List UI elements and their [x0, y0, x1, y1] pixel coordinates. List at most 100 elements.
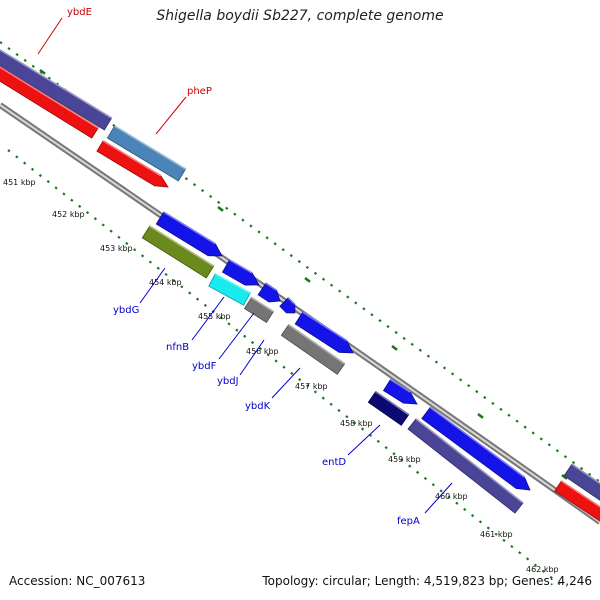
feature-highlight [415, 418, 524, 504]
feature-nfnB-cyan [208, 273, 251, 306]
tick-mark [362, 307, 366, 311]
leader-line-entD [347, 424, 381, 456]
tick-mark [148, 260, 153, 264]
tick-mark [289, 254, 293, 258]
major-tick [477, 412, 484, 419]
accession-text: Accession: NC_007613 [9, 574, 146, 588]
tick-mark [273, 242, 277, 246]
major-tick [39, 68, 46, 75]
tick-mark [418, 348, 422, 352]
feature-highlight [149, 225, 215, 267]
tick-mark [384, 445, 388, 450]
tick-mark [329, 402, 333, 406]
tick-mark [491, 401, 495, 406]
feature-highlight [429, 406, 525, 478]
tick-mark [233, 212, 237, 216]
tick-mark [354, 301, 358, 305]
tick-mark [360, 427, 365, 431]
feature-body [221, 259, 260, 286]
feature-highlight [0, 48, 113, 119]
gene-label-pheP: pheP [187, 86, 212, 97]
feature-ybdK-gray [280, 324, 346, 375]
feature-entD-blue [382, 378, 418, 405]
tick-mark [486, 526, 490, 530]
kbp-label: 452 kbp [52, 210, 85, 219]
kbp-label: 459 kbp [388, 455, 421, 464]
tick-mark [321, 396, 325, 400]
tick-mark [30, 167, 35, 171]
major-tick [561, 473, 568, 480]
feature-highlight [375, 391, 410, 416]
tick-mark [305, 384, 310, 388]
tick-mark [345, 415, 349, 419]
feature-body [0, 66, 99, 139]
tick-mark [588, 472, 592, 477]
tick-mark [346, 295, 350, 299]
tick-mark [219, 316, 223, 320]
leader-line-ybdF [218, 312, 255, 360]
tick-mark [426, 354, 430, 358]
tick-mark [459, 378, 463, 382]
tick-mark [243, 334, 247, 338]
leader-line-ybdJ [239, 339, 265, 376]
tick-mark [78, 204, 82, 209]
tick-mark [329, 283, 334, 287]
tick-mark [394, 330, 398, 335]
tick-mark [15, 52, 19, 57]
tick-mark [257, 230, 261, 234]
tick-mark [0, 41, 3, 45]
tick-mark [297, 259, 301, 264]
tick-mark [470, 514, 475, 518]
tick-mark [455, 501, 459, 505]
tick-mark [227, 322, 231, 326]
tick-mark [541, 569, 545, 573]
feature-pheP-red [96, 140, 169, 188]
tick-mark [386, 324, 390, 329]
tick-mark [539, 437, 543, 441]
tick-mark [140, 254, 145, 258]
kbp-label: 462 kbp [526, 565, 559, 574]
tick-mark [180, 285, 184, 289]
tick-mark [249, 224, 253, 228]
tick-mark [15, 155, 19, 159]
feature-highlight [287, 297, 296, 305]
kbp-label: 455 kbp [198, 312, 231, 321]
tick-mark [555, 449, 560, 453]
leader-line-ybdG [139, 267, 166, 304]
feature-ybdF-blue [257, 282, 281, 303]
tick-mark [93, 217, 98, 221]
tick-mark [7, 149, 11, 153]
tick-mark [54, 186, 58, 190]
kbp-label: 453 kbp [100, 244, 133, 253]
feature-body [554, 480, 600, 522]
feature-ybdJ-blue [279, 297, 296, 314]
tick-mark [7, 47, 11, 51]
tick-mark [313, 271, 318, 275]
tick-mark [571, 460, 576, 465]
tick-mark [109, 229, 113, 233]
tick-mark [23, 58, 27, 63]
tick-mark [235, 328, 239, 332]
tick-mark [38, 173, 42, 178]
feature-highlight [214, 273, 251, 294]
tick-mark [265, 236, 269, 240]
feature-ybdE-red [0, 66, 99, 139]
feature-ybdG-olive [141, 225, 215, 279]
tick-mark [549, 575, 553, 580]
kbp-label: 454 kbp [149, 278, 182, 287]
tick-mark [47, 76, 51, 80]
tick-mark [410, 342, 414, 346]
gene-label-ybdK: ybdK [245, 401, 271, 412]
tick-mark [463, 507, 467, 512]
tick-mark [117, 235, 121, 239]
tick-mark [31, 64, 35, 68]
kbp-label: 451 kbp [3, 178, 36, 187]
gene-label-ybdG: ybdG [113, 305, 139, 316]
feature-highlight [229, 259, 253, 274]
feature-body [421, 406, 531, 491]
tick-mark [525, 557, 530, 561]
inner-tick-row [7, 149, 561, 586]
tick-mark [431, 483, 435, 487]
feature-body [563, 463, 600, 501]
